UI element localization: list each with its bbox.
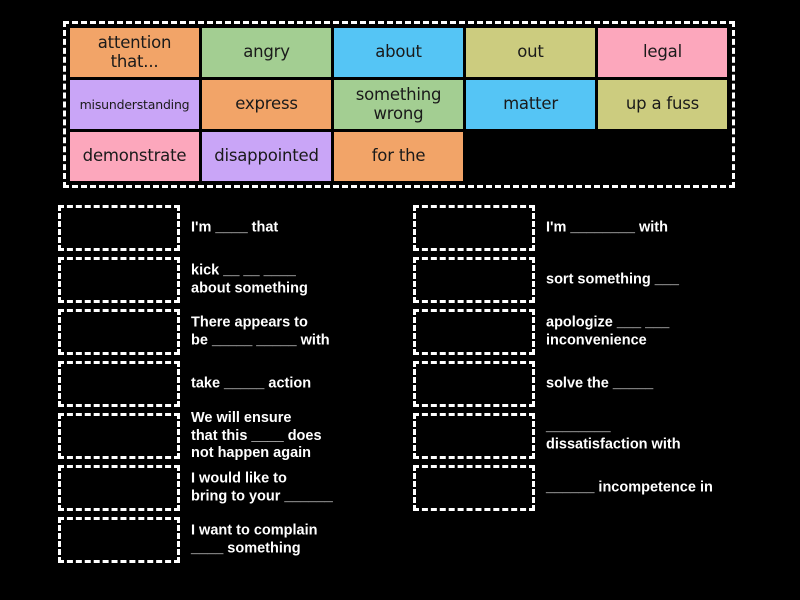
answer-drop-slot[interactable]	[58, 205, 180, 251]
answer-row: ________ dissatisfaction with	[413, 413, 753, 459]
prompt-text: I want to complain ____ something	[191, 522, 318, 557]
prompt-text: I'm ____ that	[191, 219, 279, 236]
word-tile[interactable]: demonstrate	[70, 132, 199, 181]
answer-drop-slot[interactable]	[58, 413, 180, 459]
prompt-text: solve the _____	[546, 375, 654, 392]
answer-drop-slot[interactable]	[58, 517, 180, 563]
answer-row: I would like to bring to your ______	[58, 465, 398, 511]
answer-column-left: I'm ____ that kick __ __ ____ about somet…	[58, 205, 398, 569]
answer-drop-slot[interactable]	[413, 257, 535, 303]
word-tile[interactable]: misunderstanding	[70, 80, 199, 129]
answer-drop-slot[interactable]	[58, 465, 180, 511]
answer-drop-slot[interactable]	[58, 309, 180, 355]
prompt-text: kick __ __ ____ about something	[191, 262, 308, 297]
word-tile[interactable]: angry	[202, 28, 331, 77]
word-tile[interactable]: legal	[598, 28, 727, 77]
answer-row: We will ensure that this ____ does not h…	[58, 410, 398, 461]
answer-row: sort something ___	[413, 257, 753, 303]
answer-column-right: I'm ________ with sort something ___apolo…	[413, 205, 753, 517]
answer-drop-slot[interactable]	[413, 413, 535, 459]
answer-row: I'm ________ with	[413, 205, 753, 251]
answer-drop-slot[interactable]	[58, 257, 180, 303]
word-tile[interactable]: for the	[334, 132, 463, 181]
answer-row: apologize ___ ___ inconvenience	[413, 309, 753, 355]
word-tile[interactable]: matter	[466, 80, 595, 129]
word-tile[interactable]: up a fuss	[598, 80, 727, 129]
answer-drop-slot[interactable]	[413, 309, 535, 355]
answer-row: take _____ action	[58, 361, 398, 407]
answer-drop-slot[interactable]	[58, 361, 180, 407]
answer-row: ______ incompetence in	[413, 465, 753, 511]
word-tile[interactable]: express	[202, 80, 331, 129]
word-tile[interactable]: attention that...	[70, 28, 199, 77]
answer-row: There appears to be _____ _____ with	[58, 309, 398, 355]
prompt-text: I'm ________ with	[546, 219, 668, 236]
word-tile[interactable]: out	[466, 28, 595, 77]
word-tile[interactable]: something wrong	[334, 80, 463, 129]
prompt-text: ________ dissatisfaction with	[546, 418, 681, 453]
word-tile[interactable]: about	[334, 28, 463, 77]
answer-drop-slot[interactable]	[413, 205, 535, 251]
prompt-text: sort something ___	[546, 271, 679, 288]
answer-row: solve the _____	[413, 361, 753, 407]
answer-row: I want to complain ____ something	[58, 517, 398, 563]
prompt-text: ______ incompetence in	[546, 479, 713, 496]
answer-row: kick __ __ ____ about something	[58, 257, 398, 303]
prompt-text: I would like to bring to your ______	[191, 470, 333, 505]
answer-drop-slot[interactable]	[413, 361, 535, 407]
answer-row: I'm ____ that	[58, 205, 398, 251]
answer-drop-slot[interactable]	[413, 465, 535, 511]
word-tile[interactable]: disappointed	[202, 132, 331, 181]
prompt-text: We will ensure that this ____ does not h…	[191, 409, 322, 461]
prompt-text: apologize ___ ___ inconvenience	[546, 314, 670, 349]
prompt-text: take _____ action	[191, 375, 312, 392]
prompt-text: There appears to be _____ _____ with	[191, 314, 330, 349]
